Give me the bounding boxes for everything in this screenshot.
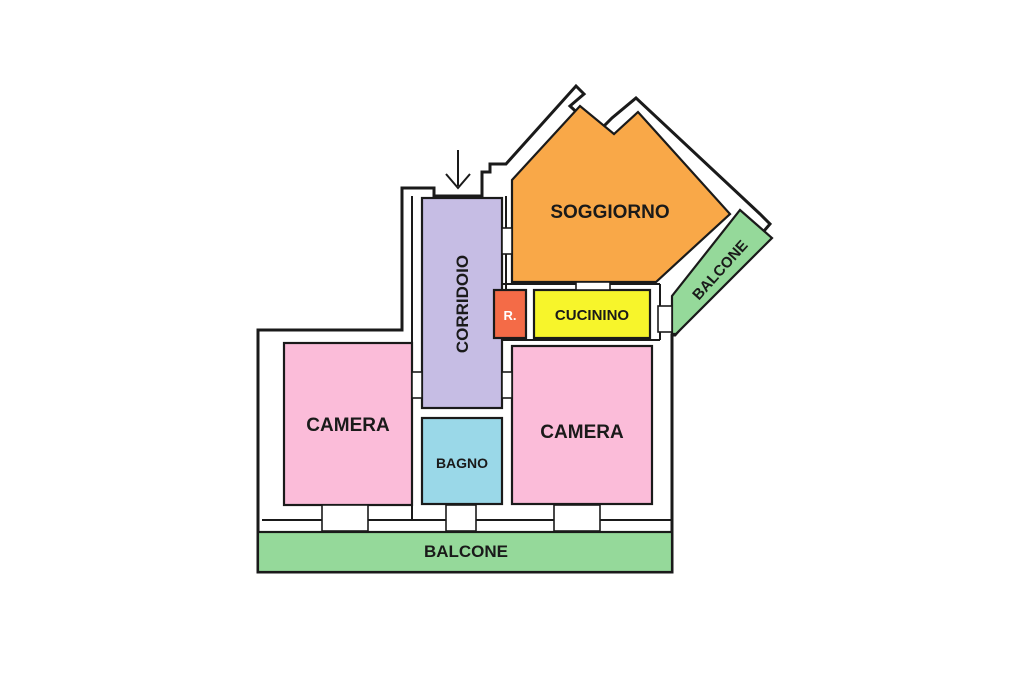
room-camera-left [282, 341, 414, 507]
entrance-arrow-icon [445, 150, 471, 190]
label-bagno: BAGNO [436, 455, 488, 471]
label-ripostiglio: R. [504, 308, 517, 323]
room-bagno [420, 416, 504, 506]
label-corridoio: CORRIDOIO [453, 255, 472, 353]
room-balcone-right [670, 208, 774, 336]
room-soggiorno [510, 104, 732, 284]
room-camera-right [510, 344, 654, 506]
room-corridoio [420, 196, 504, 410]
label-balcone-bottom: BALCONE [424, 542, 508, 561]
label-cucinino: CUCININO [555, 307, 629, 324]
room-ripostiglio [492, 288, 528, 340]
label-camera-right: CAMERA [540, 422, 624, 443]
room-cucinino [532, 288, 652, 340]
openings [321, 227, 673, 532]
label-camera-left: CAMERA [306, 415, 390, 436]
room-balcone-bottom [256, 530, 674, 574]
label-soggiorno: SOGGIORNO [550, 202, 669, 223]
